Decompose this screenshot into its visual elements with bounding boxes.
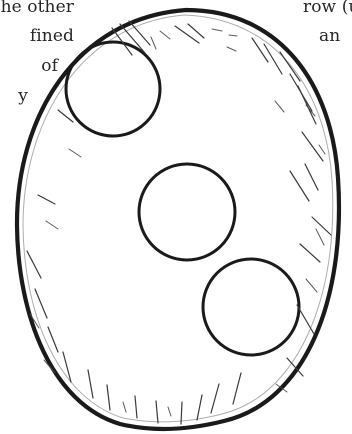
hatch-mark — [38, 195, 55, 204]
hatch-mark — [290, 171, 309, 201]
hatch-mark — [312, 217, 331, 235]
scratch-mark — [319, 145, 325, 154]
scratch-mark — [168, 407, 171, 416]
scratch-mark — [316, 229, 324, 245]
small-scratch-marks — [30, 29, 325, 416]
hatch-mark — [27, 251, 41, 278]
scratch-mark — [160, 31, 170, 39]
hatch-mark — [297, 305, 314, 334]
hatch-mark — [233, 373, 241, 404]
hatch-mark — [305, 164, 318, 190]
hatch-mark — [211, 384, 219, 413]
scratch-mark — [212, 29, 222, 31]
egg-outline — [17, 10, 339, 429]
egg-outline-inner — [23, 15, 333, 422]
hatch-mark — [88, 370, 93, 398]
hatch-mark — [300, 244, 320, 262]
hatch-mark — [156, 401, 158, 423]
middle-circle — [139, 164, 235, 260]
scratch-mark — [229, 35, 237, 36]
scratch-mark — [46, 221, 58, 229]
scratch-mark — [227, 47, 236, 51]
scratch-mark — [151, 37, 156, 49]
hatch-marks — [27, 21, 331, 424]
hatch-mark — [35, 289, 47, 318]
hatch-mark — [280, 52, 300, 81]
scratch-mark — [69, 149, 81, 157]
scratch-mark — [275, 101, 284, 112]
hatch-mark — [107, 385, 110, 410]
top-left-circle — [66, 42, 160, 136]
hatch-mark — [175, 26, 199, 43]
bottom-right-circle — [203, 259, 299, 355]
hatch-mark — [197, 395, 202, 420]
scratch-mark — [306, 279, 317, 292]
scratch-mark — [123, 402, 126, 412]
hatch-mark — [298, 86, 316, 124]
hatch-mark — [188, 24, 204, 38]
hatch-mark — [135, 396, 137, 418]
scratch-mark — [306, 105, 315, 116]
